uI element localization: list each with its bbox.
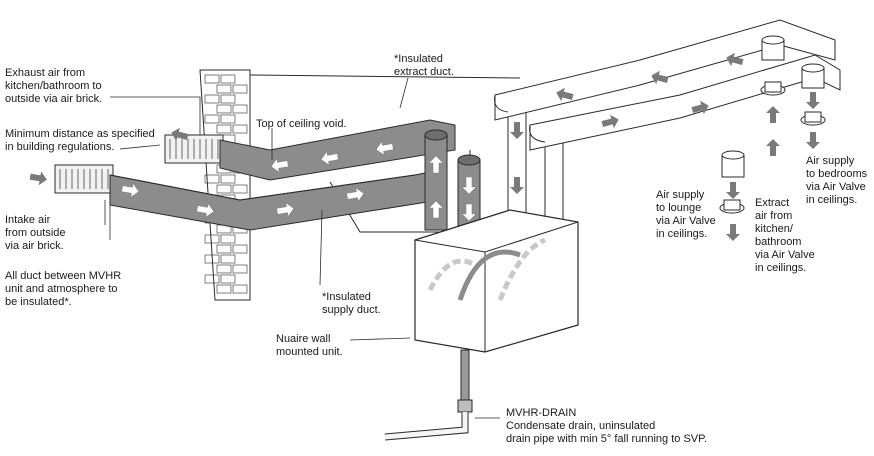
drain-description: Condensate drain, uninsulated drain pipe… [506,420,708,445]
brick [232,104,248,114]
brick [220,74,236,84]
brick [232,284,248,294]
flow-arrow [726,182,740,199]
brick [204,94,220,104]
flow-arrow [461,203,477,222]
flow-arrow [726,52,744,67]
flow-arrow [171,127,189,142]
flow-arrow [121,182,140,198]
brick-wall [199,69,251,301]
brick [216,184,232,194]
brick [216,84,232,94]
flow-arrow [651,70,669,85]
kitchen-extract-air-valve [760,35,786,96]
bedroom-air-valve [800,63,826,126]
lounge-air-valve [719,150,745,214]
flow-arrow [691,100,709,115]
flow-arrow [270,157,289,173]
ceiling-void-label: Top of ceiling void. [256,118,347,130]
flow-arrow [510,177,524,194]
insulated-duct-note: All duct between MVHR unit and atmospher… [5,270,122,308]
brick [220,114,236,124]
brick [220,254,236,264]
flow-arrow [806,132,820,149]
exhaust-air-brick [164,134,224,164]
drain-title: MVHR-DRAIN [506,407,577,419]
flow-arrow [196,202,215,218]
flow-arrow [29,171,47,186]
nuaire-unit-label: Nuaire wall mounted unit. [276,333,343,358]
intake-air-label: Intake air from outside via air brick. [5,214,66,252]
flow-arrow [320,150,339,166]
bedroom-supply-label: Air supply to bedrooms via Air Valve in … [806,155,868,206]
flow-arrow [806,92,820,109]
airflow-arrows [29,52,820,241]
intake-air-brick [54,164,114,194]
flow-arrow [556,87,574,102]
brick [204,74,220,84]
leader-lines [104,77,500,419]
brick [216,284,232,294]
brick [220,174,236,184]
distribution-ducts [494,19,841,151]
flow-arrow [375,140,394,156]
air-valves [719,35,826,214]
brick [204,254,220,264]
brick [232,84,248,94]
brick [232,124,248,134]
brick [232,184,248,194]
flow-arrow [346,187,365,203]
brick [232,264,248,274]
brick [232,244,248,254]
brick [216,124,232,134]
brick [220,234,236,244]
brick [204,174,220,184]
brick [204,274,220,284]
brick [204,234,220,244]
extract-duct-label: *Insulated extract duct. [394,53,454,78]
lounge-supply-label: Air supply to lounge via Air Valve in ce… [656,189,716,240]
flow-arrow [601,114,619,129]
brick [204,114,220,124]
flow-arrow [461,176,477,195]
minimum-distance-label: Minimum distance as specified in buildin… [5,128,155,153]
flow-arrow [766,106,780,123]
vertical-supply-duct [457,154,481,231]
flow-arrow [276,202,295,218]
kitchen-extract-label: Extract air from kitchen/ bathroom via A… [755,197,815,274]
exhaust-air-label: Exhaust air from kitchen/bathroom to out… [5,67,103,105]
supply-duct-label: *Insulated supply duct. [322,291,381,316]
brick [220,274,236,284]
flow-arrow [766,139,780,156]
flow-arrow [428,200,444,219]
flow-arrow [510,122,524,139]
condensate-drain [384,349,473,441]
flow-arrow [428,155,444,174]
flow-arrow [726,224,740,241]
brick [216,264,232,274]
brick [216,104,232,114]
mvhr-unit [414,209,579,353]
brick [220,94,236,104]
brick [216,244,232,254]
